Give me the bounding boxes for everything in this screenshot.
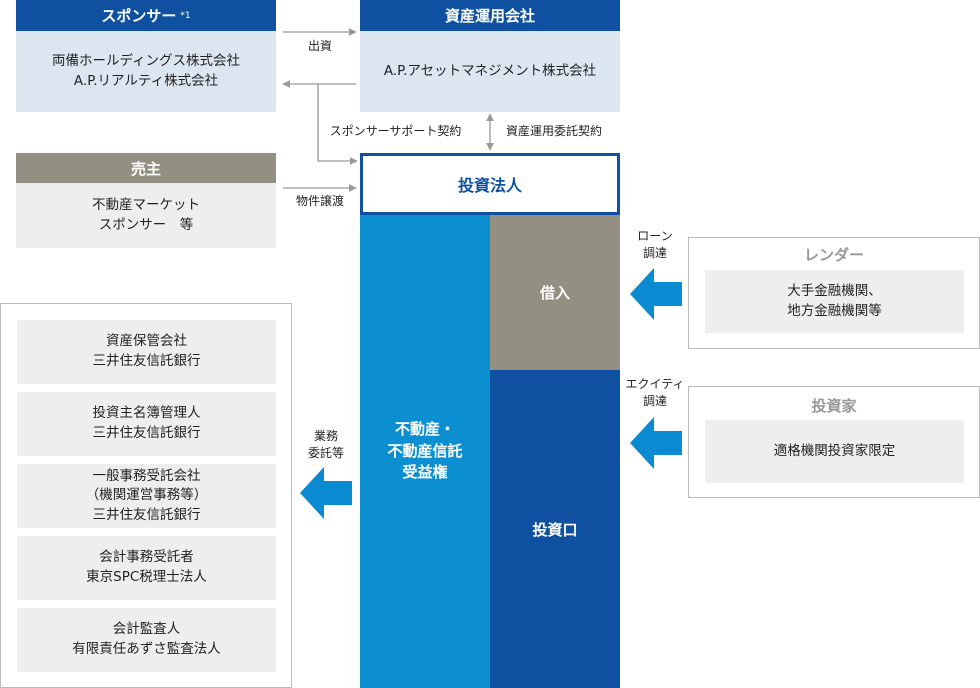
service-provider-item: 会計事務受託者 東京SPC税理士法人 [17, 536, 276, 600]
service-provider-item: 一般事務受託会社 （機関運営事務等） 三井住友信託銀行 [17, 464, 276, 528]
service-provider-item: 会計監査人 有限責任あずさ監査法人 [17, 608, 276, 672]
borrowing-block: 借入 [490, 215, 620, 370]
investor-panel: 投資家 適格機関投資家限定 [688, 386, 980, 498]
lender-panel: レンダー 大手金融機関、 地方金融機関等 [688, 237, 980, 349]
investment-units-block: 投資口 [490, 370, 620, 688]
outsourcing-arrow [300, 467, 352, 519]
property-transfer-label: 物件譲渡 [295, 194, 344, 208]
asset-mgmt-contract-label: 資産運用委託契約 [505, 124, 602, 138]
service-providers-panel: 資産保管会社 三井住友信託銀行 投資主名簿管理人 三井住友信託銀行 一般事務受託… [0, 303, 292, 688]
asset-manager-header: 資産運用会社 [360, 0, 620, 31]
equity-funding-label: エクイティ 調達 [625, 377, 685, 408]
investor-title: 投資家 [811, 397, 857, 415]
service-provider-item: 投資主名簿管理人 三井住友信託銀行 [17, 392, 276, 456]
investment-label: 出資 [307, 39, 332, 53]
seller-body: 不動産マーケット スポンサー 等 [16, 183, 276, 248]
investor-body: 適格機関投資家限定 [705, 420, 964, 483]
service-provider-item: 資産保管会社 三井住友信託銀行 [17, 320, 276, 384]
loan-arrow [630, 268, 682, 320]
sponsor-support-line [317, 84, 358, 165]
sponsor-title: スポンサー [101, 7, 177, 25]
sponsor-support-label: スポンサーサポート契約 [329, 124, 462, 138]
lender-body: 大手金融機関、 地方金融機関等 [705, 270, 964, 333]
sponsor-note-mark: *1 [180, 10, 191, 21]
investment-corp-box: 投資法人 [360, 153, 620, 215]
outsourcing-label: 業務 委託等 [307, 429, 344, 460]
sponsor-body: 両備ホールディングス株式会社 A.P.リアルティ株式会社 [16, 31, 276, 112]
real-estate-assets-block: 不動産・ 不動産信託 受益権 [360, 215, 490, 688]
equity-arrow [630, 417, 682, 469]
seller-header: 売主 [16, 153, 276, 183]
sponsor-header: スポンサー*1 [16, 0, 276, 31]
asset-manager-body: A.P.アセットマネジメント株式会社 [360, 31, 620, 112]
loan-funding-label: ローン 調達 [637, 229, 673, 260]
lender-title: レンダー [803, 246, 864, 264]
